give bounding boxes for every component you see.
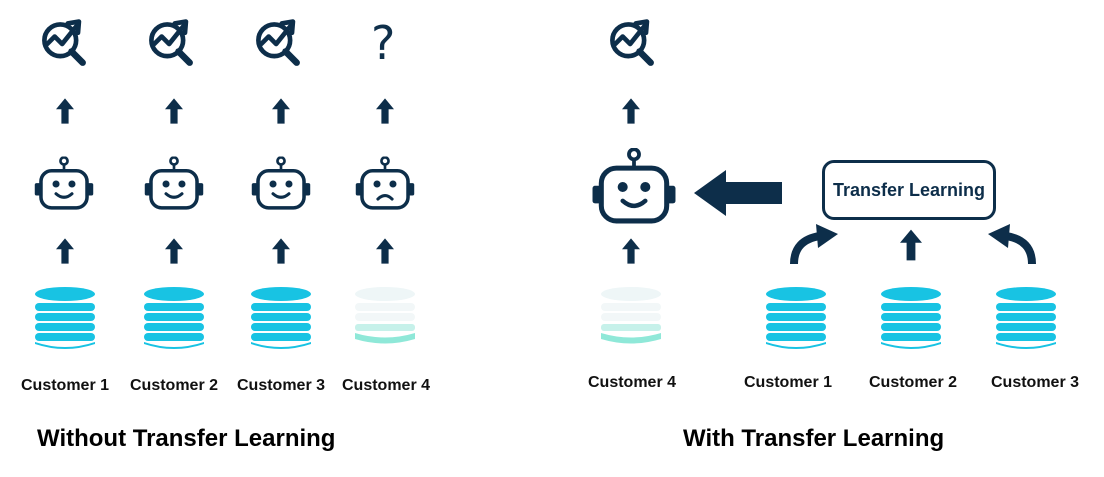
database-stack-icon [878,286,944,350]
customer-label: Customer 3 [990,374,1080,391]
up-arrow-icon [165,98,183,124]
robot-smile-icon [250,156,312,212]
customer-label: Customer 4 [341,377,431,394]
curved-arrow-icon [988,224,1036,265]
robot-frown-icon [354,156,416,212]
customer-label: Customer 1 [743,374,833,391]
robot-smile-icon [143,156,205,212]
up-arrow-icon [56,238,74,264]
up-arrow-icon [622,238,640,264]
up-arrow-icon [272,238,290,264]
robot-smile-icon [33,156,95,212]
customer-label: Customer 3 [236,377,326,394]
database-stack-icon [249,286,313,350]
right-heading: With Transfer Learning [683,425,945,452]
customer-label: Customer 2 [868,374,958,391]
customer-label: Customer 2 [129,377,219,394]
analytics-magnifier-icon [143,16,199,72]
analytics-magnifier-icon [36,16,92,72]
database-faded-icon [353,286,417,350]
customer-label: Customer 1 [20,377,110,394]
up-arrow-icon [376,238,394,264]
customer-label: Customer 4 [587,374,677,391]
database-faded-icon [599,286,663,350]
database-stack-icon [763,286,829,350]
up-arrow-icon [622,98,640,124]
question-mark-icon: ? [371,16,396,70]
database-stack-icon [142,286,206,350]
up-arrow-icon [165,238,183,264]
left-arrow-icon [694,170,782,216]
analytics-magnifier-icon [604,16,660,72]
curved-arrow-icon [790,224,838,265]
up-arrow-icon [376,98,394,124]
transfer-learning-box: Transfer Learning [822,160,996,220]
up-arrow-icon [56,98,74,124]
analytics-magnifier-icon [250,16,306,72]
up-arrow-icon [900,228,922,262]
left-heading: Without Transfer Learning [37,425,336,452]
up-arrow-icon [272,98,290,124]
robot-smile-icon [590,148,678,226]
database-stack-icon [33,286,97,350]
database-stack-icon [993,286,1059,350]
